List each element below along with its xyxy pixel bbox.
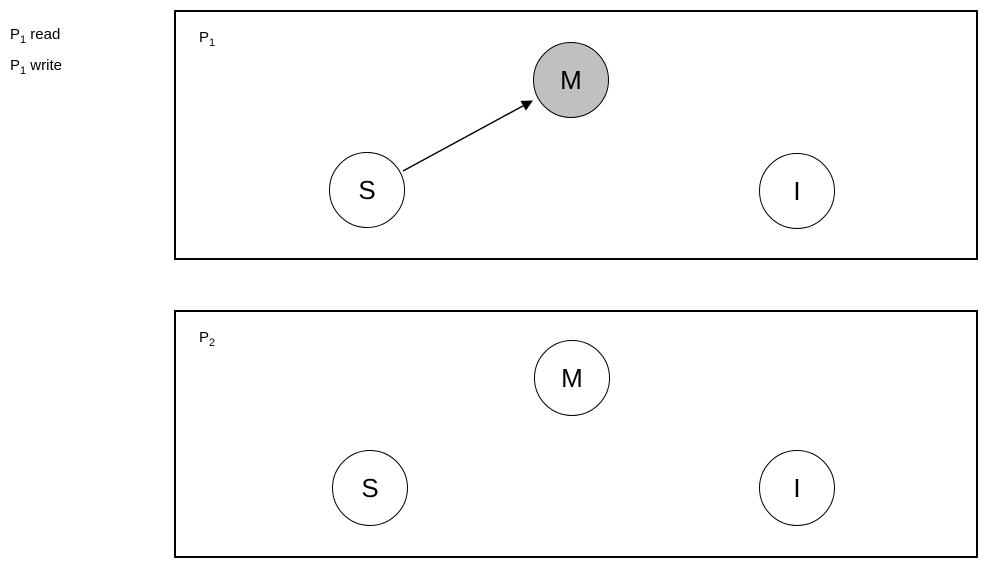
legend-processor-subscript: 1 bbox=[20, 65, 27, 77]
event-legend: P1 read P1 write bbox=[10, 22, 62, 84]
state-letter: M bbox=[560, 64, 582, 95]
legend-line-p1-write: P1 write bbox=[10, 53, 62, 84]
processor-p2-box: P2 S M I bbox=[174, 310, 978, 558]
processor-label-base: P bbox=[199, 329, 210, 346]
processor-p1-label: P1 bbox=[199, 29, 215, 49]
legend-processor-label: P bbox=[10, 57, 21, 74]
state-letter: I bbox=[793, 175, 801, 206]
state-letter: S bbox=[358, 174, 376, 205]
legend-action-label: read bbox=[26, 26, 61, 43]
state-letter: I bbox=[793, 472, 801, 503]
state-circle-i: I bbox=[759, 153, 835, 229]
legend-action-label: write bbox=[26, 57, 62, 74]
legend-processor-subscript: 1 bbox=[20, 34, 27, 46]
processor-p2-label: P2 bbox=[199, 329, 215, 349]
processor-label-base: P bbox=[199, 29, 210, 46]
legend-processor-label: P bbox=[10, 26, 21, 43]
legend-line-p1-read: P1 read bbox=[10, 22, 62, 53]
state-circle-i: I bbox=[759, 450, 835, 526]
state-letter: M bbox=[561, 362, 583, 393]
state-circle-m: M bbox=[534, 340, 610, 416]
state-circle-s: S bbox=[332, 450, 408, 526]
processor-label-subscript: 2 bbox=[209, 337, 216, 349]
state-letter: S bbox=[361, 472, 379, 503]
state-circle-m: M bbox=[533, 42, 609, 118]
processor-p1-box: P1 S M I bbox=[174, 10, 978, 260]
processor-label-subscript: 1 bbox=[209, 37, 216, 49]
state-circle-s: S bbox=[329, 152, 405, 228]
